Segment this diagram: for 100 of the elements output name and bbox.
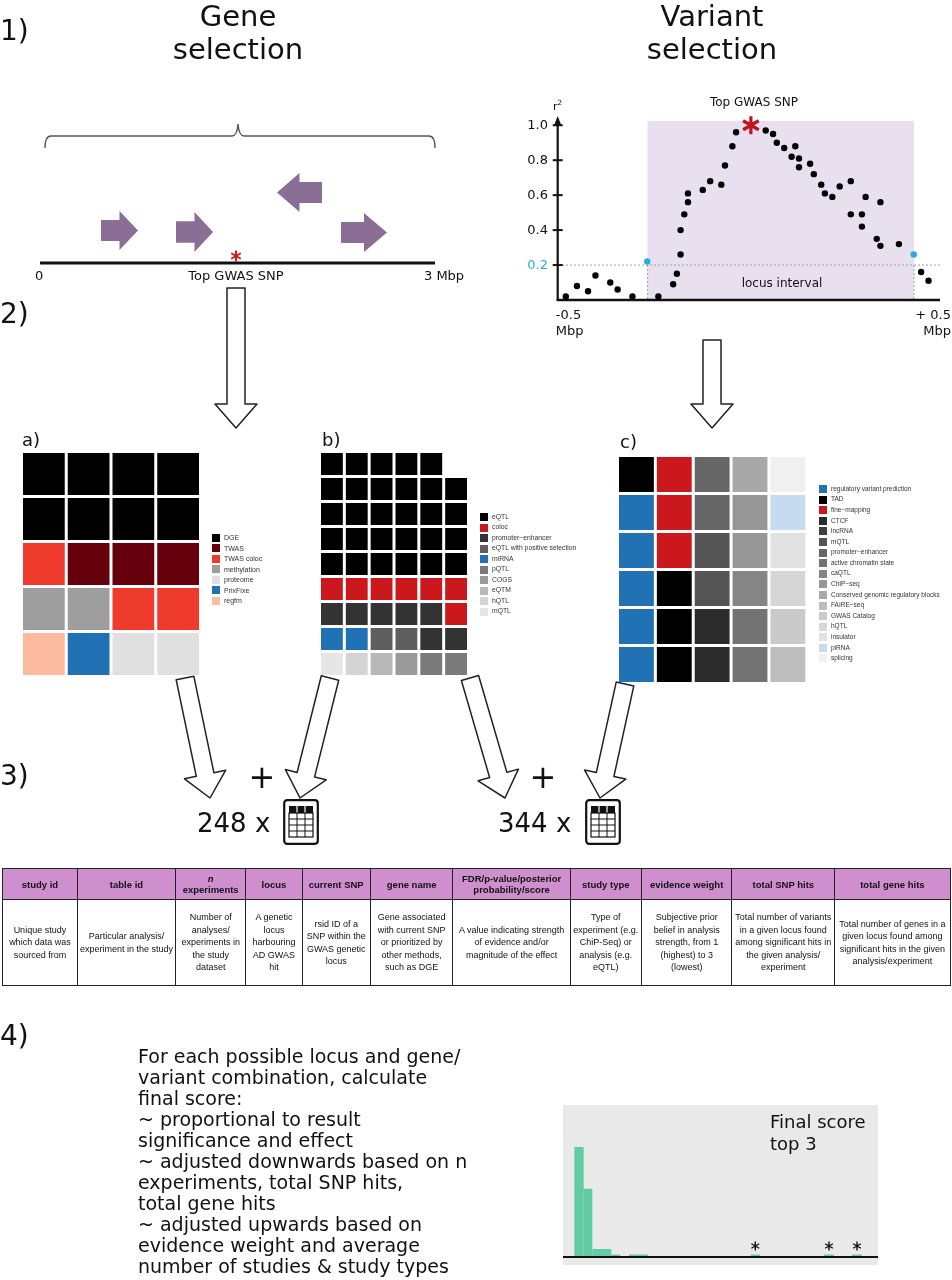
block-arrow — [214, 287, 258, 429]
tick-label: 1.0 — [527, 117, 548, 134]
table-header-cell: table id — [77, 869, 177, 900]
table-header-cell: gene name — [370, 869, 454, 900]
point — [562, 293, 570, 300]
panel-heading: Gene selection — [172, 0, 304, 66]
body-text: For each possible locus and gene/ variant combination, calculate final score: — [138, 1046, 461, 1109]
point — [681, 211, 688, 218]
table-cell: Number of analyses/ experiments in the study dataset — [176, 900, 247, 986]
point — [573, 282, 581, 290]
tick-label: -0.5 Mbp — [555, 307, 584, 339]
table-header-cell: evidence weight — [641, 869, 733, 900]
point — [762, 127, 769, 134]
table-cell: Total number of variants in a given locus found among significant hits in the given analysis/ experiment — [732, 900, 836, 986]
point — [792, 143, 799, 150]
panel-label: c) — [620, 431, 637, 453]
table-cell: Total number of genes in a given locus found among significant hits in the given analysis/experiment — [835, 900, 951, 986]
table-header-cell: study id — [3, 869, 78, 900]
section-number: 2) — [0, 297, 29, 331]
point — [836, 183, 843, 190]
point — [721, 162, 729, 169]
table-cell: Gene associated with current SNP or prioritized by other methods, such as DGE — [370, 900, 454, 986]
point — [917, 268, 925, 276]
plus-sign: + — [529, 757, 557, 797]
point — [877, 198, 884, 206]
point — [847, 177, 855, 185]
count-label: 344 x — [498, 808, 572, 838]
table-cell: rsid ID of a SNP within the GWAS genetic locus — [302, 900, 371, 986]
body-text: ~ adjusted downwards based on n experiments, total SNP hits, total gene hits — [138, 1151, 468, 1214]
point — [773, 139, 780, 146]
annotation-label: Top GWAS SNP — [710, 95, 798, 109]
annotation-label: Top GWAS SNP — [188, 268, 284, 284]
table-header-cell: study type — [570, 869, 642, 900]
point — [910, 251, 917, 258]
table-cell: Type of experiment (e.g. ChiP-Seq) or analysis (e.g. eQTL) — [570, 900, 642, 986]
point — [788, 153, 795, 160]
point — [795, 163, 803, 171]
point — [607, 279, 614, 286]
block-arrow — [460, 674, 520, 799]
count-label: 248 x — [197, 808, 271, 838]
point — [873, 235, 880, 243]
block-arrow — [284, 675, 340, 799]
point — [741, 114, 761, 136]
point — [847, 211, 855, 218]
table-header-cell: locus — [246, 869, 303, 900]
point — [732, 129, 740, 136]
panel-heading: Variant selection — [646, 0, 778, 66]
body-text: ~ adjusted upwards based on evidence weight and average number of studies & study types — [138, 1214, 449, 1277]
table-header-cell: total SNP hits — [732, 869, 836, 900]
section-number: 1) — [0, 14, 29, 48]
axis-label: 0 — [35, 268, 44, 284]
point — [925, 277, 932, 284]
point — [644, 258, 651, 265]
point — [614, 286, 621, 293]
point — [706, 177, 714, 185]
point — [810, 170, 817, 178]
axis-title: r$^{2}$ — [553, 100, 563, 113]
block-arrow — [690, 339, 734, 429]
point — [780, 144, 788, 152]
table-cell: Unique study which data was sourced from — [3, 900, 78, 986]
section-number: 3) — [0, 759, 29, 793]
point — [729, 143, 736, 150]
point — [858, 211, 866, 218]
point — [718, 181, 725, 188]
table-header-cell: FDR/p-value/posterior probability/score — [453, 869, 571, 900]
point — [655, 293, 662, 300]
point — [769, 130, 777, 138]
block-arrow — [583, 681, 635, 799]
point — [795, 155, 803, 162]
table-cell: Subjective prior belief in analysis strength, from 1 (highest) to 3 (lowest) — [641, 900, 733, 986]
plus-sign: + — [248, 757, 276, 797]
panel-label: b) — [322, 429, 341, 451]
point — [684, 198, 692, 206]
point — [858, 223, 866, 230]
point — [877, 242, 884, 250]
point — [895, 240, 903, 248]
point — [806, 160, 814, 167]
block-arrow — [175, 675, 227, 799]
table-cell: A genetic locus harbouring AD GWAS hit — [246, 900, 303, 986]
point — [592, 272, 599, 279]
table-cell: A value indicating strength of evidence and/or magnitude of the effect — [453, 900, 571, 986]
point — [829, 193, 836, 201]
point — [677, 226, 684, 234]
axis-label: 3 Mbp — [424, 268, 465, 284]
table-header-cell: n experiments — [176, 869, 247, 900]
point — [584, 288, 592, 295]
tick-label: 0.6 — [527, 187, 548, 204]
body-text: ~ proportional to result significance and effect — [138, 1109, 361, 1151]
point — [684, 190, 692, 197]
table-header-cell: total gene hits — [835, 869, 951, 900]
tick-label: 0.8 — [527, 152, 548, 169]
panel-label: a) — [22, 429, 41, 451]
section-number: 4) — [0, 1019, 29, 1053]
tick-label: 0.4 — [527, 222, 548, 239]
point — [629, 293, 636, 300]
point — [699, 186, 706, 194]
point — [669, 281, 677, 288]
point — [673, 270, 681, 277]
table-header-cell: current SNP — [302, 869, 371, 900]
point — [818, 181, 825, 188]
